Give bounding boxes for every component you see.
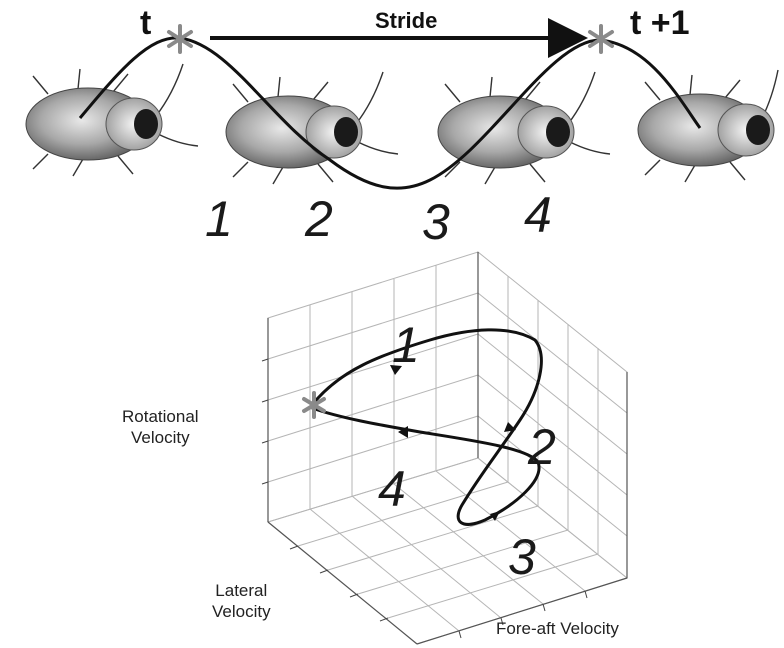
plot-phase-label-3: 3 xyxy=(508,529,536,585)
cockroach-image-1 xyxy=(25,63,199,177)
loop-arrow-1 xyxy=(390,365,402,375)
start-time-label: t xyxy=(140,4,152,42)
cockroach-image-4 xyxy=(637,69,779,183)
loop-arrow-4 xyxy=(398,426,408,438)
plot-3d-box-edges xyxy=(267,252,628,645)
fore-aft-velocity-axis-label: Fore-aft Velocity xyxy=(496,619,619,638)
lateral-velocity-axis-label: Lateral Velocity xyxy=(212,581,271,622)
plot-phase-label-2: 2 xyxy=(528,419,556,475)
plot-phase-label-4: 4 xyxy=(378,461,406,517)
phase-label-3: 3 xyxy=(422,194,450,250)
stride-label: Stride xyxy=(375,8,438,33)
end-time-label: t +1 xyxy=(630,4,690,42)
plot-axis-ticks xyxy=(261,358,588,639)
plot-3d-grid xyxy=(266,250,629,645)
rotational-velocity-axis-label: Rotational Velocity xyxy=(122,407,199,448)
end-asterisk-icon xyxy=(588,24,614,54)
cockroach-image-3 xyxy=(437,71,611,185)
start-asterisk-icon xyxy=(167,24,193,54)
velocity-loop-curve xyxy=(310,328,543,526)
loop-arrow-2 xyxy=(504,422,516,432)
cockroach-image-2 xyxy=(225,71,399,185)
phase-label-2: 2 xyxy=(305,191,333,247)
plot-phase-label-1: 1 xyxy=(392,317,420,373)
phase-label-1: 1 xyxy=(205,191,233,247)
body-trajectory-curve xyxy=(78,36,702,190)
phase-label-4: 4 xyxy=(524,187,552,243)
loop-arrow-3 xyxy=(490,511,500,521)
loop-start-asterisk-icon xyxy=(302,391,326,419)
